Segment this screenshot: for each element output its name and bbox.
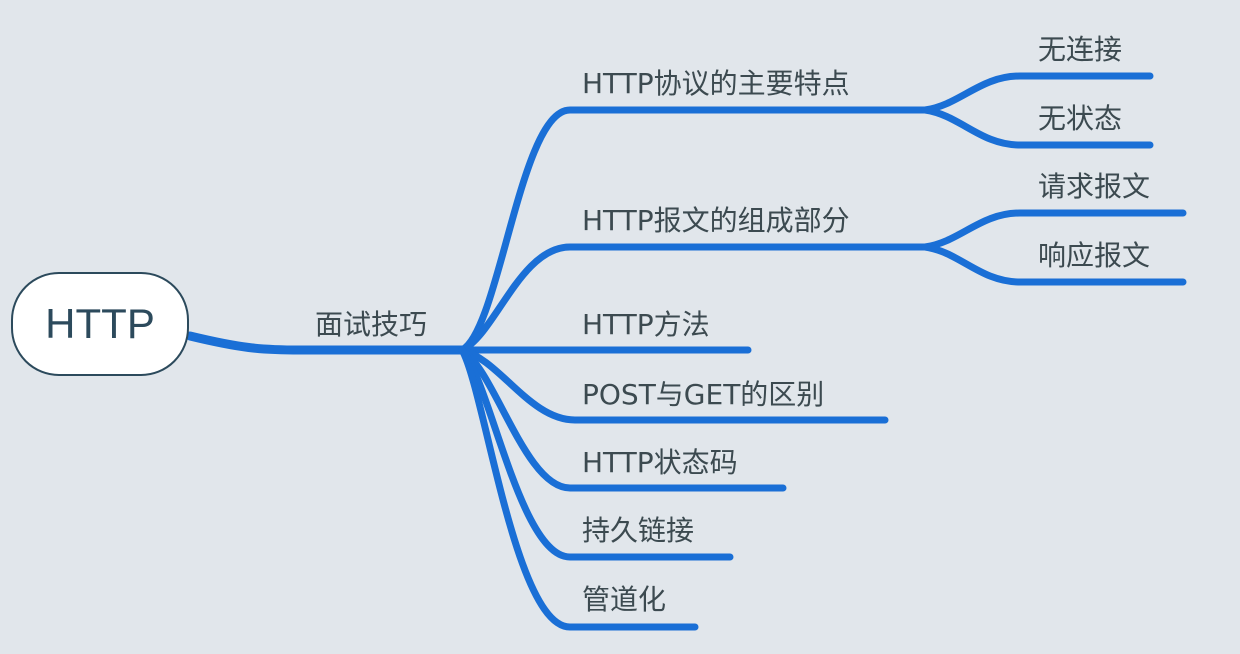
main-branch-node[interactable]: 面试技巧 — [315, 308, 428, 341]
topic-node[interactable]: HTTP报文的组成部分 — [582, 204, 850, 237]
subtopic-node[interactable]: 无连接 — [1038, 33, 1123, 66]
root-node[interactable]: HTTP — [11, 272, 189, 376]
topic-node[interactable]: POST与GET的区别 — [582, 378, 825, 411]
topic-node[interactable]: 管道化 — [582, 583, 667, 616]
subtopic-node[interactable]: 响应报文 — [1038, 239, 1151, 272]
topic-node[interactable]: HTTP方法 — [582, 308, 710, 341]
topic-node[interactable]: HTTP状态码 — [582, 446, 738, 479]
subtopic-node[interactable]: 请求报文 — [1038, 170, 1151, 203]
topic-node[interactable]: HTTP协议的主要特点 — [582, 67, 850, 100]
subtopic-node[interactable]: 无状态 — [1038, 102, 1123, 135]
root-label: HTTP — [45, 300, 155, 347]
topic-node[interactable]: 持久链接 — [582, 514, 695, 547]
